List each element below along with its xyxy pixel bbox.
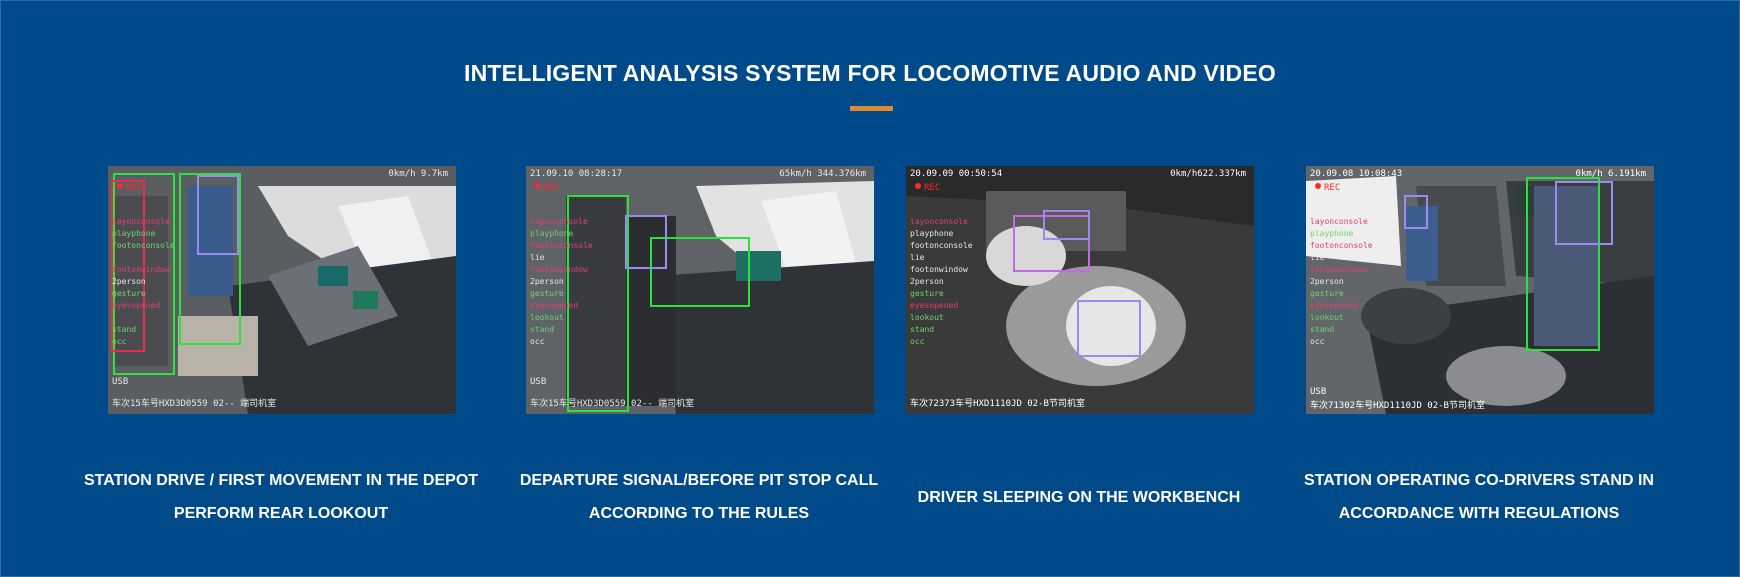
- svg-text:footonwindow: footonwindow: [910, 265, 968, 274]
- cab-scene-3: REC 20.09.09 00:50:54 0km/h622.337km lay…: [906, 166, 1254, 414]
- speed-distance-readout: 0km/h 9.7km: [388, 169, 448, 179]
- svg-text:footonconsole: footonconsole: [910, 241, 973, 250]
- svg-text:footonconsole: footonconsole: [530, 241, 593, 250]
- svg-text:lookout: lookout: [530, 313, 564, 322]
- svg-text:stand: stand: [530, 325, 554, 334]
- svg-text:stand: stand: [1310, 325, 1334, 334]
- svg-text:2person: 2person: [112, 277, 146, 286]
- card-4-caption: STATION OPERATING CO-DRIVERS STAND IN AC…: [1304, 472, 1654, 522]
- svg-text:playphone: playphone: [530, 229, 574, 238]
- speed-distance-readout: 65km/h 344.376km: [779, 169, 866, 179]
- svg-text:eyesopened: eyesopened: [112, 301, 160, 310]
- svg-text:2person: 2person: [910, 277, 944, 286]
- rec-label: REC: [544, 183, 560, 193]
- title-underline: [850, 106, 893, 111]
- svg-text:stand: stand: [112, 325, 136, 334]
- svg-text:playphone: playphone: [910, 229, 954, 238]
- svg-text:2person: 2person: [530, 277, 564, 286]
- svg-text:lie: lie: [1310, 253, 1325, 262]
- svg-text:eyesopened: eyesopened: [1310, 301, 1358, 310]
- svg-text:lookout: lookout: [1310, 313, 1344, 322]
- timestamp-readout: 21.09.10 08:28:17: [530, 169, 622, 179]
- svg-text:occ: occ: [530, 337, 545, 346]
- svg-text:gesture: gesture: [1310, 289, 1344, 298]
- train-info-readout: 车次15车号HXD3D0559 02-- 端司机室: [530, 397, 694, 409]
- card-1-caption: STATION DRIVE / FIRST MOVEMENT IN THE DE…: [83, 472, 479, 522]
- speed-distance-readout: 0km/h622.337km: [1170, 169, 1246, 179]
- svg-text:lookout: lookout: [910, 313, 944, 322]
- usb-label: USB: [1310, 387, 1326, 397]
- svg-text:lie: lie: [910, 253, 925, 262]
- svg-text:layonconsole: layonconsole: [1310, 217, 1368, 226]
- train-info-readout: 车次15车号HXD3D0559 02-- 端司机室: [112, 397, 276, 409]
- svg-text:occ: occ: [910, 337, 925, 346]
- svg-text:occ: occ: [1310, 337, 1325, 346]
- svg-text:gesture: gesture: [910, 289, 944, 298]
- usb-label: USB: [530, 377, 546, 387]
- timestamp-readout: 20.09.09 00:50:54: [910, 169, 1002, 179]
- svg-text:footonwindow: footonwindow: [1310, 265, 1368, 274]
- card-2-caption: DEPARTURE SIGNAL/BEFORE PIT STOP CALL AC…: [519, 472, 879, 522]
- svg-text:playphone: playphone: [112, 229, 156, 238]
- train-info-readout: 车次72373车号HXD1110JD 02-B节司机室: [910, 397, 1085, 409]
- card-3-image: REC 20.09.09 00:50:54 0km/h622.337km lay…: [906, 166, 1254, 414]
- cab-scene-4: REC 20.09.08 10:08:43 0km/h 6.191km layo…: [1306, 166, 1654, 414]
- svg-text:layonconsole: layonconsole: [530, 217, 588, 226]
- train-info-readout: 车次71302车号HXD1110JD 02-B节司机室: [1310, 399, 1485, 411]
- svg-text:eyesopened: eyesopened: [530, 301, 578, 310]
- cab-scene-1: REC layonconsole playphone footonconsole…: [108, 166, 456, 414]
- svg-text:playphone: playphone: [1310, 229, 1354, 238]
- speed-distance-readout: 0km/h 6.191km: [1576, 169, 1646, 179]
- svg-text:footonwindow: footonwindow: [530, 265, 588, 274]
- cab-scene-2: REC 21.09.10 08:28:17 65km/h 344.376km l…: [526, 166, 874, 414]
- svg-text:gesture: gesture: [112, 289, 146, 298]
- svg-text:eyesopened: eyesopened: [910, 301, 958, 310]
- rec-label: REC: [126, 183, 142, 193]
- page-title: INTELLIGENT ANALYSIS SYSTEM FOR LOCOMOTI…: [464, 60, 1276, 86]
- svg-text:2person: 2person: [1310, 277, 1344, 286]
- svg-text:lie: lie: [530, 253, 545, 262]
- usb-label: USB: [112, 377, 128, 387]
- svg-text:stand: stand: [910, 325, 934, 334]
- svg-text:footonwindow: footonwindow: [112, 265, 170, 274]
- svg-text:gesture: gesture: [530, 289, 564, 298]
- svg-text:layonconsole: layonconsole: [910, 217, 968, 226]
- card-4-image: REC 20.09.08 10:08:43 0km/h 6.191km layo…: [1306, 166, 1654, 414]
- card-2-image: REC 21.09.10 08:28:17 65km/h 344.376km l…: [526, 166, 874, 414]
- timestamp-readout: 20.09.08 10:08:43: [1310, 169, 1402, 179]
- rec-label: REC: [924, 183, 940, 193]
- rec-label: REC: [1324, 183, 1340, 193]
- svg-text:footonconsole: footonconsole: [112, 241, 175, 250]
- svg-text:layonconsole: layonconsole: [112, 217, 170, 226]
- svg-text:occ: occ: [112, 337, 127, 346]
- svg-text:footonconsole: footonconsole: [1310, 241, 1373, 250]
- card-3-caption: DRIVER SLEEPING ON THE WORKBENCH: [917, 488, 1241, 506]
- card-1-image: REC layonconsole playphone footonconsole…: [108, 166, 456, 414]
